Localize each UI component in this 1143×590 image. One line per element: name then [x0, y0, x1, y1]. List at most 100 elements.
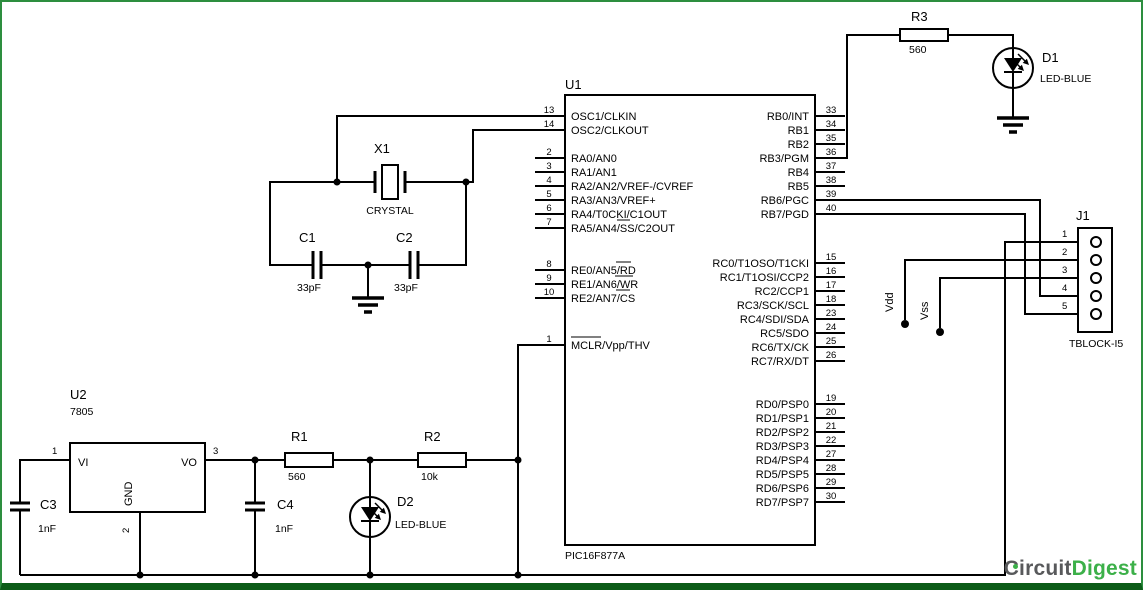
wire-osc2: [405, 129, 535, 183]
junction-dot: [462, 178, 470, 186]
u1-pin-number: 6: [546, 203, 551, 214]
u1-pin-number: 13: [544, 105, 555, 116]
u1-pin-number: 9: [546, 273, 551, 284]
junction-dot: [366, 456, 374, 464]
j1-pin-circle: [1090, 308, 1102, 320]
u1-pin-label: RC1/T1OSI/CCP2: [720, 272, 809, 284]
u1-pin-label: OSC2/CLKOUT: [571, 125, 649, 137]
j1-pin-circle: [1090, 290, 1102, 302]
u1-pin-label: RD0/PSP0: [756, 399, 809, 411]
j1-pin-circle: [1090, 254, 1102, 266]
u1-pin-number: 20: [826, 407, 837, 418]
r2-ref: R2: [424, 429, 441, 444]
d1-led: [992, 47, 1034, 89]
wire-vi-to-c3: [19, 459, 70, 503]
c4-ref: C4: [277, 497, 294, 512]
u1-pin-label: RA0/AN0: [571, 153, 617, 165]
u1-pin-number: 29: [826, 477, 837, 488]
u2-body: [69, 442, 206, 513]
u1-pin-label: RB7/PGD: [761, 209, 809, 221]
overline-marks: [571, 219, 633, 338]
wire-osc1: [336, 115, 535, 183]
u1-pin-label: RD4/PSP4: [756, 455, 809, 467]
u1-pin-number: 23: [826, 308, 837, 319]
c3-ref: C3: [40, 497, 57, 512]
u1-pin-label: OSC1/CLKIN: [571, 111, 636, 123]
u1-pin-number: 34: [826, 119, 837, 130]
u1-pin-number: 39: [826, 189, 837, 200]
u1-pin-number: 15: [826, 252, 837, 263]
d2-ref: D2: [397, 494, 414, 509]
wire-j1p3-vss: [939, 277, 1091, 328]
wire-rb3-to-r3: [845, 34, 900, 159]
c1-value: 33pF: [297, 282, 321, 294]
u1-pin-label: RC6/TX/CK: [752, 342, 810, 354]
c4-value: 1nF: [275, 523, 293, 535]
u2-ref: U2: [70, 387, 87, 402]
r3-value: 560: [909, 44, 927, 56]
u1-pin-number: 22: [826, 435, 837, 446]
logo-text-circuit: Circuit: [1003, 557, 1072, 580]
d2-emit-arrowhead: [374, 513, 381, 520]
d2-diode-triangle: [361, 507, 379, 521]
u1-pin-number: 7: [546, 217, 551, 228]
junction-dot: [514, 456, 522, 464]
junction-dot: [136, 571, 144, 579]
u1-pin-label: RA2/AN2/VREF-/CVREF: [571, 181, 694, 193]
wire-c2-up: [418, 182, 467, 266]
u1-pin-label: RB0/INT: [767, 111, 809, 123]
u2-pin-number: 1: [52, 446, 57, 457]
c2-ref: C2: [396, 230, 413, 245]
d1-emit-arrowhead: [1022, 58, 1029, 65]
u1-pin-label: RE1/AN6/WR: [571, 279, 638, 291]
d1-emit-arrowhead: [1017, 64, 1024, 71]
r2-value: 10k: [421, 471, 439, 483]
u1-pin-label: RB2: [788, 139, 809, 151]
vdd-terminal-dot: [901, 320, 909, 328]
j1-pin-number: 3: [1062, 265, 1067, 276]
u1-pin-label: RE2/AN7/CS: [571, 293, 635, 305]
u1-pin-label: RD7/PSP7: [756, 497, 809, 509]
j1-part: TBLOCK-I5: [1069, 338, 1123, 350]
c2-value: 33pF: [394, 282, 418, 294]
u1-pin-number: 1: [546, 334, 551, 345]
u1-ic-body: [564, 94, 816, 546]
u1-pin-number: 24: [826, 322, 837, 333]
wire-j1p2-vdd: [904, 259, 1091, 320]
u1-pin-label: RA3/AN3/VREF+: [571, 195, 656, 207]
u1-pin-label: RA1/AN1: [571, 167, 617, 179]
u1-pin-label: RC3/SCK/SCL: [737, 300, 809, 312]
u1-pin-number: 18: [826, 294, 837, 305]
d2-emit-arrow: [374, 502, 384, 512]
u1-pin-label: MCLR/Vpp/THV: [571, 340, 651, 352]
d2-part: LED-BLUE: [395, 519, 446, 531]
r1-value: 560: [288, 471, 306, 483]
u2-pin-number: 2: [121, 528, 132, 533]
d2-led: [349, 496, 391, 538]
u1-pin-number: 19: [826, 393, 837, 404]
j1-pin-number: 2: [1062, 247, 1067, 258]
u1-pin-label: RA5/AN4/SS/C2OUT: [571, 223, 675, 235]
j1-pin-number: 5: [1062, 301, 1067, 312]
u1-pin-number: 8: [546, 259, 551, 270]
junction-dot: [333, 178, 341, 186]
u1-pin-label: RD5/PSP5: [756, 469, 809, 481]
u1-pin-label: RA4/T0CKI/C1OUT: [571, 209, 667, 221]
j1-pin-circle: [1090, 236, 1102, 248]
u1-pin-number: 30: [826, 491, 837, 502]
d1-diode-triangle: [1004, 58, 1022, 72]
r1-body: [284, 452, 334, 468]
u1-left-pins: 13OSC1/CLKIN14OSC2/CLKOUT2RA0/AN03RA1/AN…: [535, 105, 694, 352]
vss-terminal-dot: [936, 328, 944, 336]
u1-pin-number: 28: [826, 463, 837, 474]
u1-part: PIC16F877A: [565, 550, 625, 562]
junction-dots: [136, 178, 944, 579]
u2-pin-vo-label: VO: [181, 457, 197, 469]
wire-rb6-to-j1: [845, 199, 1091, 297]
j1-pin-circle: [1090, 272, 1102, 284]
u1-pin-number: 16: [826, 266, 837, 277]
r3-body: [899, 28, 949, 42]
u1-pin-number: 27: [826, 449, 837, 460]
